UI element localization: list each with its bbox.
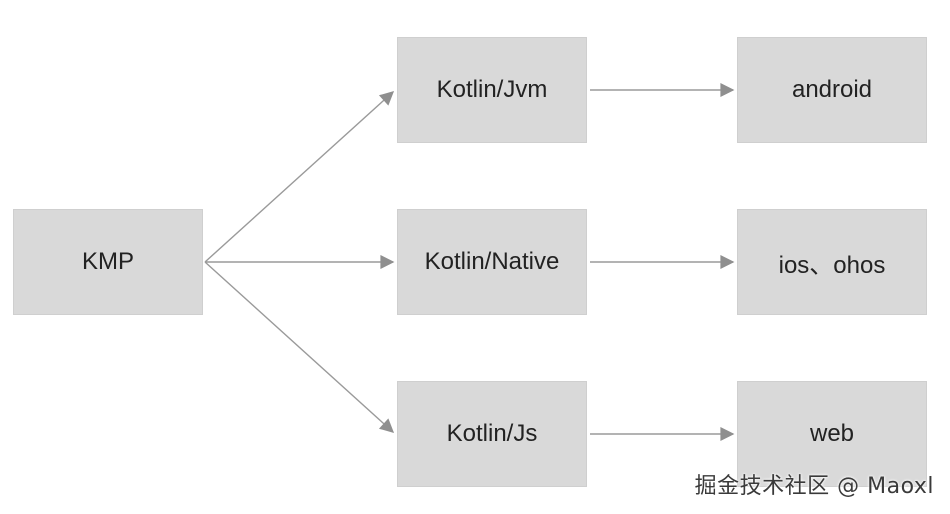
node-kotlin-js: Kotlin/Js (397, 381, 587, 487)
arrow-kmp-to-kotlin-js (204, 261, 395, 433)
node-web: web (737, 381, 927, 487)
node-kotlin-native-label: Kotlin/Native (424, 248, 560, 275)
node-kotlin-js-label: Kotlin/Js (446, 420, 538, 447)
watermark: 掘金技术社区 @ Maoxl (694, 474, 934, 499)
node-kotlin-native: Kotlin/Native (397, 209, 587, 315)
node-kotlin-jvm: Kotlin/Jvm (397, 37, 587, 143)
node-android-label: android (791, 76, 873, 103)
node-ios-ohos: ios、ohos (737, 209, 927, 315)
arrow-kmp-to-kotlin-jvm (204, 91, 395, 263)
node-kotlin-jvm-label: Kotlin/Jvm (436, 76, 548, 103)
node-android: android (737, 37, 927, 143)
node-web-label: web (809, 420, 855, 447)
node-kmp-label: KMP (81, 248, 134, 275)
node-kmp: KMP (13, 209, 203, 315)
node-ios-ohos-label: ios、ohos (778, 251, 886, 279)
